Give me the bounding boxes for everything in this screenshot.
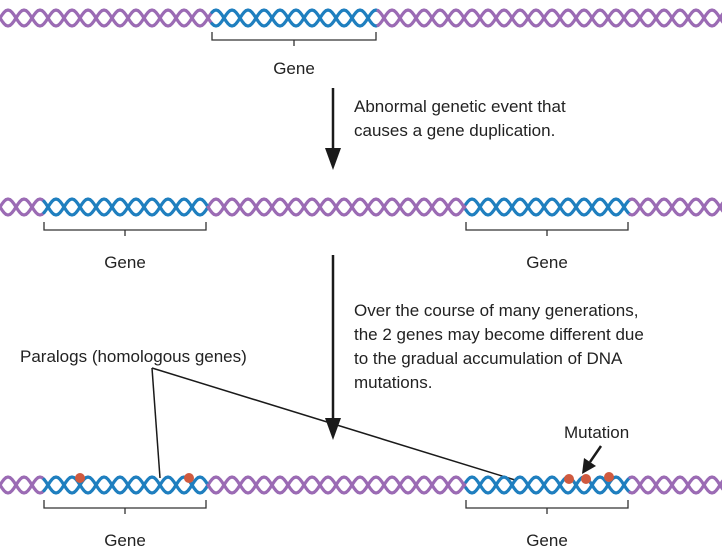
dna-helix-original: [0, 8, 722, 28]
dna-strand: [628, 197, 722, 217]
gene-label: Gene: [273, 59, 315, 78]
step2-caption: Over the course of many generations, the…: [354, 301, 649, 392]
paralog-pointer-line: [151, 367, 161, 479]
step1-caption: Abnormal genetic event that causes a gen…: [354, 97, 570, 140]
dna-strand: [0, 197, 46, 217]
mutation-label: Mutation: [564, 423, 629, 442]
step1-line: causes a gene duplication.: [354, 121, 555, 140]
gene-dna-strand: [464, 475, 632, 495]
dna-strand: [628, 475, 722, 495]
dna-strand: [206, 475, 468, 495]
dna-strand: [628, 197, 722, 217]
down-arrow-icon: [325, 88, 341, 170]
mutation-dot-icon: [604, 472, 614, 482]
dna-row-original: Gene: [0, 8, 722, 78]
dna-strand: [206, 197, 468, 217]
gene-label: Gene: [526, 253, 568, 272]
gene-label: Gene: [104, 253, 146, 272]
step1-line: Abnormal genetic event that: [354, 97, 566, 116]
gene-label: Gene: [526, 531, 568, 550]
dna-row-duplicated: Gene Gene: [0, 197, 722, 272]
gene-bracket: [211, 32, 377, 41]
dna-helix-duplicated: [0, 197, 722, 217]
dna-strand: [376, 8, 722, 28]
gene-dna-strand: [42, 197, 210, 217]
dna-row-diverged: Gene Gene: [0, 472, 722, 550]
step2-line: the 2 genes may become different due: [354, 325, 644, 344]
dna-strand: [206, 197, 468, 217]
mutation-dot-icon: [564, 474, 574, 484]
dna-strand: [0, 8, 214, 28]
step2-line: Over the course of many generations,: [354, 301, 638, 320]
gene-bracket: [43, 500, 207, 509]
step2-line: mutations.: [354, 373, 432, 392]
gene-dna-strand: [42, 197, 210, 217]
mutation-dot-icon: [75, 473, 85, 483]
gene-dna-strand: [42, 475, 210, 495]
gene-dna-strand: [464, 197, 632, 217]
step2-line: to the gradual accumulation of DNA: [354, 349, 623, 368]
dna-strand: [376, 8, 722, 28]
gene-bracket: [43, 222, 207, 231]
dna-strand: [0, 197, 46, 217]
gene-dna-strand: [42, 475, 210, 495]
dna-helix-diverged: [0, 475, 722, 495]
paralogs-label: Paralogs (homologous genes): [20, 347, 247, 366]
dna-strand: [628, 475, 722, 495]
gene-label: Gene: [104, 531, 146, 550]
mutation-dot-icon: [184, 473, 194, 483]
dna-strand: [0, 475, 46, 495]
gene-dna-strand: [464, 475, 632, 495]
gene-bracket: [465, 222, 629, 231]
paralog-pointer-line: [151, 367, 516, 481]
dna-strand: [0, 475, 46, 495]
mutation-dot-icon: [581, 474, 591, 484]
gene-dna-strand: [464, 197, 632, 217]
down-arrow-icon: [325, 255, 341, 440]
gene-bracket: [465, 500, 629, 509]
mutation-arrow-icon: [582, 445, 603, 474]
gene-dna-strand: [210, 8, 380, 28]
dna-strand: [206, 475, 468, 495]
